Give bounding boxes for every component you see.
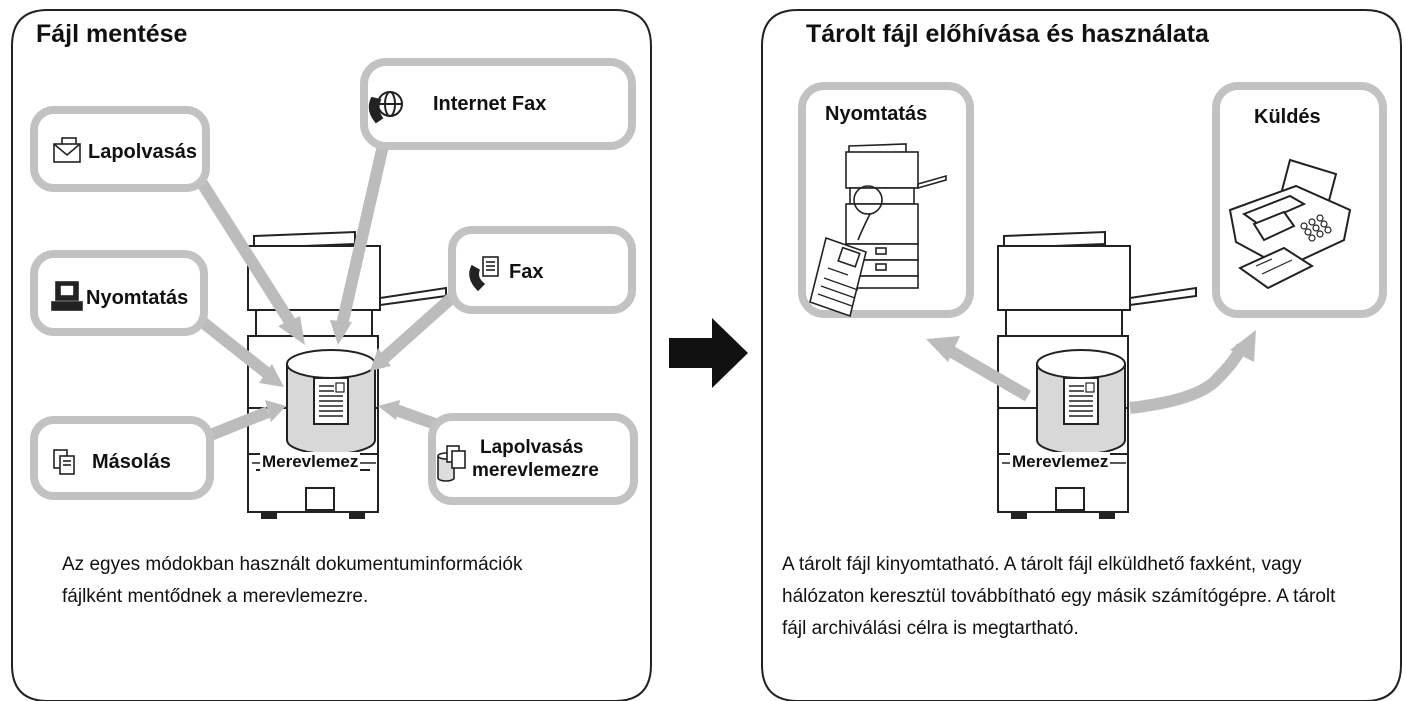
right-hdd-label: Merevlemez [1010,452,1111,472]
left-hdd-cylinder [286,349,376,455]
output-label-send: Küldés [1254,106,1321,128]
left-arrowheads [259,316,400,422]
scan-to-hdd-line1: Lapolvasás [480,437,584,458]
right-panel-title: Tárolt fájl előhívása és használata [806,20,1209,48]
source-label-print: Nyomtatás [86,287,189,309]
source-label-scan: Lapolvasás [88,141,197,163]
left-hdd-label: Merevlemez [260,452,361,472]
right-panel-frame [761,9,1402,701]
right-description: A tárolt fájl kinyomtatható. A tárolt fá… [782,554,1336,639]
right-hdd-cylinder [1036,349,1126,455]
left-panel-frame [11,9,652,701]
fax-machine-illustration [1228,158,1352,290]
printed-document-icon [809,236,867,318]
left-panel-title: Fájl mentése [36,20,188,48]
output-label-print: Nyomtatás [825,103,928,125]
transition-arrow [669,318,748,388]
source-label-scan-to-hdd: Lapolvasás merevlemezre [472,436,599,482]
scan-to-hdd-icon [437,445,466,482]
computer-icon [51,281,83,311]
scan-to-hdd-line2: merevlemezre [472,460,599,481]
left-callout-boxes [30,58,638,505]
copy-icon [53,449,75,475]
source-label-copy: Másolás [92,451,171,473]
right-outbound-arrows [948,343,1248,414]
globe-phone-icon [368,91,403,124]
envelope-scan-icon [53,137,81,163]
right-arrowheads [926,330,1256,362]
source-label-internet-fax: Internet Fax [433,93,547,115]
left-description: Az egyes módokban használt dokumentuminf… [62,554,523,607]
source-label-fax: Fax [509,261,544,283]
print-output-printer [845,143,947,289]
phone-fax-icon [469,256,499,292]
